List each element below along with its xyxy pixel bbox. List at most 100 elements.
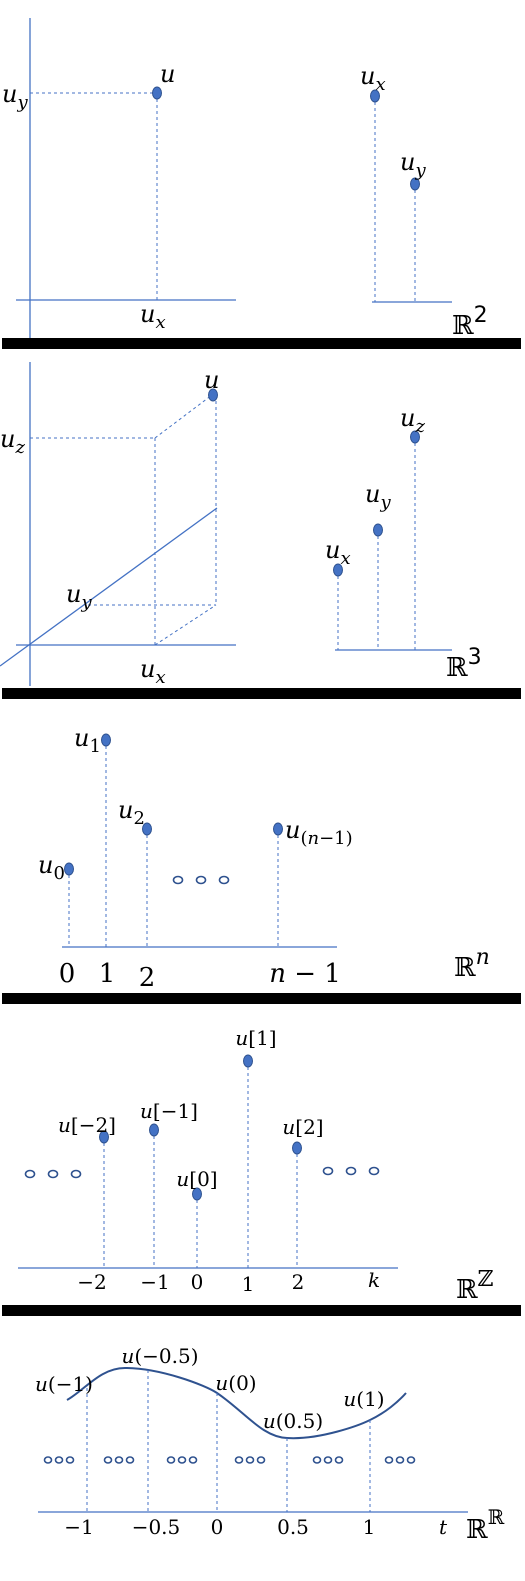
rr-function-curve: [66, 1366, 407, 1440]
r3-stem-label-y-base: u: [365, 480, 380, 508]
rz-label-2-u: u: [282, 1115, 295, 1139]
rn-ellipsis-dot-2: [195, 875, 207, 885]
r3-box-top-diag: [154, 394, 213, 439]
rz-space-exp: ℤ: [478, 1267, 494, 1292]
rr-label-05-u: u: [263, 1409, 276, 1433]
rr-ell-e1: [312, 1456, 322, 1464]
rz-label-0: u[0]: [176, 1167, 217, 1191]
rn-label-u2: u2: [118, 796, 145, 829]
rr-ell-e2: [323, 1456, 333, 1464]
panel-r2: u uy ux ux uy ℝ2: [2, 18, 488, 341]
rn-space-label: ℝn: [454, 945, 490, 983]
rn-label-u1: u1: [74, 724, 101, 757]
r3-stem-dot-x: [333, 563, 343, 577]
rr-ell-a3: [65, 1456, 75, 1464]
rz-space-label: ℝℤ: [456, 1267, 494, 1305]
r2-stem-label-x-base: u: [360, 62, 375, 90]
r2-space-base: ℝ: [452, 311, 474, 341]
rn-label-u1-base: u: [74, 724, 89, 752]
panel-rr: u(−1) u(−0.5) u(0) u(0.5) u(1) −1 −0.5 0…: [35, 1344, 505, 1545]
rr-tick-m05: −0.5: [132, 1515, 181, 1539]
rr-label-m1: u(−1): [35, 1372, 93, 1396]
rz-label-m2-u: u: [58, 1113, 71, 1137]
panel-rn: u0 u1 u2 u(n−1) 0 1 2 n − 1 ℝn: [38, 724, 490, 993]
r2-stem-label-x: ux: [360, 62, 386, 95]
rn-label-u1-sub: 1: [89, 736, 100, 757]
rn-tick-0: 0: [59, 959, 76, 989]
r3-stem-label-x: ux: [325, 536, 351, 569]
rz-dot-0: [192, 1187, 202, 1201]
r3-box-bottom-diag: [154, 604, 217, 646]
rn-tick-2: 2: [139, 963, 156, 993]
r3-stem-label-x-sub: x: [340, 548, 350, 569]
r2-point-u: [152, 86, 162, 100]
rn-label-un1: u(n−1): [285, 816, 353, 849]
rr-tick-0: 0: [211, 1515, 224, 1539]
r3-stem-label-x-base: u: [325, 536, 340, 564]
r3-stem-label-y: uy: [365, 480, 391, 513]
rz-tick-2: 2: [292, 1270, 305, 1294]
r3-z-label-base: u: [0, 425, 15, 453]
rr-ell-d3: [256, 1456, 266, 1464]
rz-dot-m2: [99, 1130, 109, 1144]
r3-stem-label-y-sub: y: [379, 492, 391, 513]
r2-stem-label-x-sub: x: [375, 74, 385, 95]
r2-x-label-base: u: [140, 300, 155, 328]
r3-stem-label-z: uz: [400, 404, 425, 437]
rr-ell-c1: [166, 1456, 176, 1464]
r3-z-label-sub: z: [14, 437, 25, 458]
rr-label-m05-u: u: [121, 1344, 134, 1368]
r2-y-label: uy: [2, 80, 28, 113]
r3-point-u: [208, 388, 218, 402]
rz-tick-m1: −1: [140, 1270, 169, 1294]
r2-y-label-sub: y: [16, 92, 28, 113]
rz-dot-m1: [149, 1123, 159, 1137]
rn-tick-1: 1: [99, 959, 116, 989]
rn-tick-n1-n: n: [269, 959, 286, 989]
rr-label-m1-u: u: [35, 1372, 48, 1396]
rn-dot-2: [142, 822, 152, 836]
r2-stem-label-y-sub: y: [414, 160, 426, 181]
rn-label-un1-n: n: [308, 828, 320, 849]
r2-point-label: u: [160, 60, 175, 88]
r2-stem-label-y-base: u: [400, 148, 415, 176]
rr-ell-a1: [43, 1456, 53, 1464]
rz-label-m1-u: u: [140, 1099, 153, 1123]
rr-ell-a2: [54, 1456, 64, 1464]
r3-stem-label-z-base: u: [400, 404, 415, 432]
rz-label-m1: u[−1]: [140, 1099, 198, 1123]
r2-stem-dot-x: [370, 89, 380, 103]
rn-ellipsis-dot-3: [218, 875, 230, 885]
r2-x-label-sub: x: [155, 312, 165, 333]
rz-ellipsis-right-2: [345, 1166, 357, 1176]
r3-space-exp: 3: [468, 645, 482, 670]
rz-tick-1: 1: [242, 1272, 255, 1296]
r3-space-label: ℝ3: [446, 645, 482, 683]
rn-label-un1-base: u: [285, 816, 300, 844]
rn-dot-n1: [273, 822, 283, 836]
rn-ellipsis-dot-1: [172, 875, 184, 885]
r2-y-label-base: u: [2, 80, 17, 108]
rz-label-1: u[1]: [235, 1026, 276, 1050]
r3-x-label: ux: [140, 655, 166, 688]
rr-label-0: u(0): [215, 1371, 256, 1395]
rn-tick-n1: n − 1: [269, 959, 341, 989]
rr-ell-c2: [177, 1456, 187, 1464]
rr-label-1-u: u: [343, 1387, 356, 1411]
rz-tick-k: k: [368, 1268, 380, 1292]
r3-y-label-base: u: [66, 580, 81, 608]
rr-ellipsis-group: [43, 1456, 416, 1464]
rn-space-base: ℝ: [454, 953, 476, 983]
rr-ell-f3: [406, 1456, 416, 1464]
rz-space-base: ℝ: [456, 1275, 478, 1305]
divider-2: [2, 688, 521, 699]
rz-label-0-u: u: [176, 1167, 189, 1191]
rr-label-1: u(1): [343, 1387, 384, 1411]
r3-depth-axis: [0, 507, 218, 667]
rn-label-un1-sub: (n−1): [300, 828, 352, 849]
rn-dot-0: [64, 862, 74, 876]
rn-label-u0-sub: 0: [53, 863, 64, 884]
divider-3: [2, 993, 521, 1004]
r2-space-exp: 2: [474, 303, 488, 328]
